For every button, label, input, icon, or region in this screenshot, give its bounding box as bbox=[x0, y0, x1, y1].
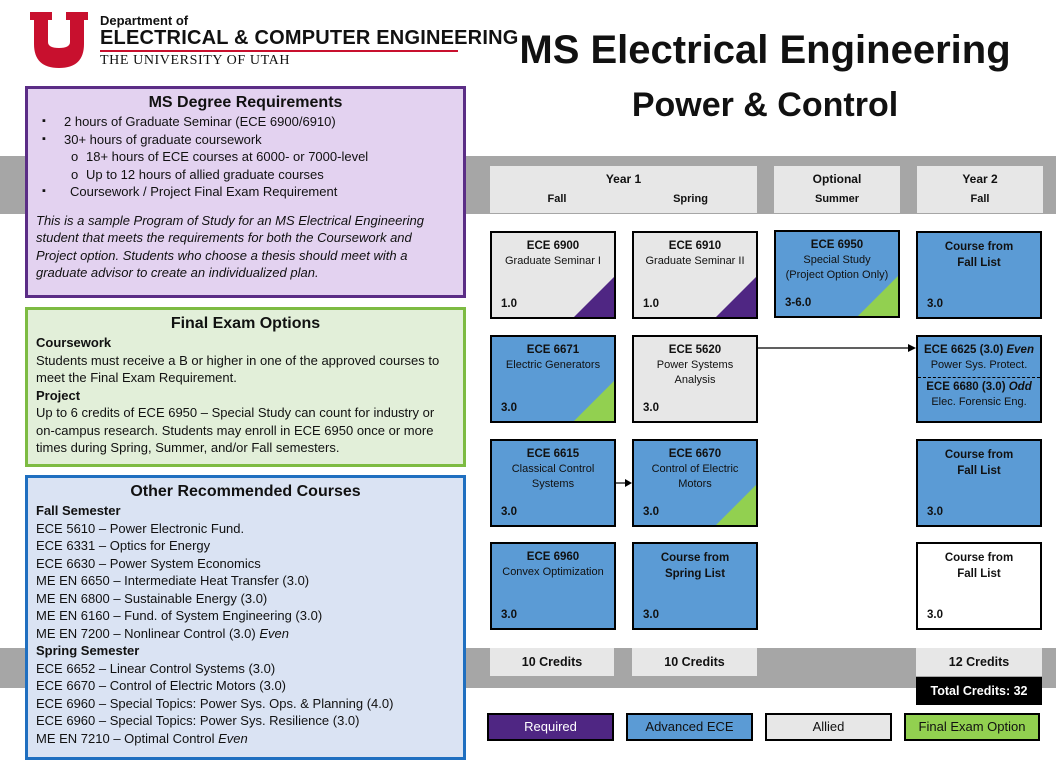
panel-heading: MS Degree Requirements bbox=[148, 94, 343, 111]
year2-credits: 12 Credits bbox=[916, 648, 1042, 676]
prerequisite-arrow bbox=[758, 344, 916, 352]
coursework-title: Coursework bbox=[36, 335, 112, 350]
year1-header: Year 1 Fall Spring bbox=[490, 166, 757, 213]
final-exam-corner bbox=[574, 381, 614, 421]
requirements-list: 2 hours of Graduate Seminar (ECE 6900/69… bbox=[36, 113, 455, 201]
list-item: ECE 6630 – Power System Economics bbox=[36, 555, 261, 571]
other-courses-panel: Other Recommended Courses Fall Semester … bbox=[25, 475, 466, 760]
course-ece-5620: ECE 5620 Power Systems Analysis 3.0 bbox=[632, 335, 758, 423]
fall-credits: 10 Credits bbox=[490, 648, 614, 676]
course-ece-6900: ECE 6900 Graduate Seminar I 1.0 bbox=[490, 231, 616, 319]
university-logo bbox=[30, 12, 88, 68]
project-title: Project bbox=[36, 387, 81, 403]
course-fall-list-1: Course from Fall List 3.0 bbox=[916, 231, 1042, 319]
logo-divider bbox=[100, 50, 458, 52]
required-corner bbox=[716, 277, 756, 317]
list-item: 2 hours of Graduate Seminar (ECE 6900/69… bbox=[36, 113, 455, 131]
university-name: THE UNIVERSITY OF UTAH bbox=[100, 53, 291, 68]
list-item: ECE 6670 – Control of Electric Motors (3… bbox=[36, 678, 287, 693]
coursework-text: Students must receive a B or higher in o… bbox=[36, 352, 440, 386]
list-item: ECE 6331 – Optics for Energy bbox=[36, 538, 211, 553]
page-title: MS Electrical Engineering bbox=[519, 28, 1011, 72]
legend-advanced-ece: Advanced ECE bbox=[626, 713, 753, 741]
list-item: ECE 6960 – Special Topics: Power Sys. Op… bbox=[36, 695, 394, 711]
course-spring-list: Course from Spring List 3.0 bbox=[632, 542, 758, 630]
list-item: ECE 6960 – Special Topics: Power Sys. Re… bbox=[36, 713, 360, 728]
list-item: ME EN 6160 – Fund. of System Engineering… bbox=[36, 608, 323, 623]
list-item: ME EN 7200 – Nonlinear Control (3.0) Eve… bbox=[36, 625, 289, 641]
summer-header: Optional Summer bbox=[774, 166, 900, 213]
list-item: ME EN 6800 – Sustainable Energy (3.0) bbox=[36, 590, 268, 606]
list-item: ECE 5610 – Power Electronic Fund. bbox=[36, 520, 245, 536]
course-ece-6625: ECE 6625 (3.0) Even bbox=[924, 344, 1034, 356]
course-ece-6950: ECE 6950 Special Study (Project Option O… bbox=[774, 230, 900, 318]
course-ece-6671: ECE 6671 Electric Generators 3.0 bbox=[490, 335, 616, 423]
list-item: ME EN 7210 – Optimal Control Even bbox=[36, 730, 248, 746]
final-exam-corner bbox=[716, 485, 756, 525]
legend-final-exam-option: Final Exam Option bbox=[904, 713, 1040, 741]
course-ece-6680: ECE 6680 (3.0) Odd bbox=[926, 381, 1032, 393]
final-exam-panel: Final Exam Options Coursework Students m… bbox=[25, 307, 466, 467]
course-ece-6670: ECE 6670 Control of Electric Motors 3.0 bbox=[632, 439, 758, 527]
year2-header: Year 2 Fall bbox=[917, 166, 1043, 213]
department-prefix: Department of bbox=[100, 13, 189, 28]
course-ece-6960: ECE 6960 Convex Optimization 3.0 bbox=[490, 542, 616, 630]
department-name: ELECTRICAL & COMPUTER ENGINEERING bbox=[100, 27, 519, 49]
degree-requirements-panel: MS Degree Requirements 2 hours of Gradua… bbox=[25, 86, 466, 298]
course-ece-6615: ECE 6615 Classical Control Systems 3.0 bbox=[490, 439, 616, 527]
panel-heading: Other Recommended Courses bbox=[130, 483, 361, 500]
spring-semester-title: Spring Semester bbox=[36, 643, 140, 658]
list-item: Coursework / Project Final Exam Requirem… bbox=[36, 183, 455, 201]
course-ece-6625-6680: ECE 6625 (3.0) Even Power Sys. Protect. … bbox=[916, 335, 1042, 423]
course-ece-6910: ECE 6910 Graduate Seminar II 1.0 bbox=[632, 231, 758, 319]
page-subtitle: Power & Control bbox=[631, 86, 899, 124]
required-corner bbox=[574, 277, 614, 317]
list-item: 30+ hours of graduate coursework bbox=[36, 131, 455, 149]
list-item: 18+ hours of ECE courses at 6000- or 700… bbox=[36, 148, 455, 166]
course-divider bbox=[918, 377, 1040, 378]
final-exam-corner bbox=[858, 276, 898, 316]
spring-credits: 10 Credits bbox=[632, 648, 757, 676]
program-note: This is a sample Program of Study for an… bbox=[36, 212, 425, 281]
list-item: ME EN 6650 – Intermediate Heat Transfer … bbox=[36, 573, 310, 588]
legend-allied: Allied bbox=[765, 713, 892, 741]
panel-heading: Final Exam Options bbox=[170, 315, 321, 332]
course-fall-list-3: Course from Fall List 3.0 bbox=[916, 542, 1042, 630]
list-item: Up to 12 hours of allied graduate course… bbox=[36, 166, 455, 184]
fall-semester-title: Fall Semester bbox=[36, 503, 121, 518]
list-item: ECE 6652 – Linear Control Systems (3.0) bbox=[36, 660, 276, 676]
total-credits: Total Credits: 32 bbox=[916, 677, 1042, 705]
course-fall-list-2: Course from Fall List 3.0 bbox=[916, 439, 1042, 527]
project-text: Up to 6 credits of ECE 6950 – Special St… bbox=[36, 405, 435, 455]
prerequisite-arrow bbox=[616, 479, 632, 487]
legend-required: Required bbox=[487, 713, 614, 741]
